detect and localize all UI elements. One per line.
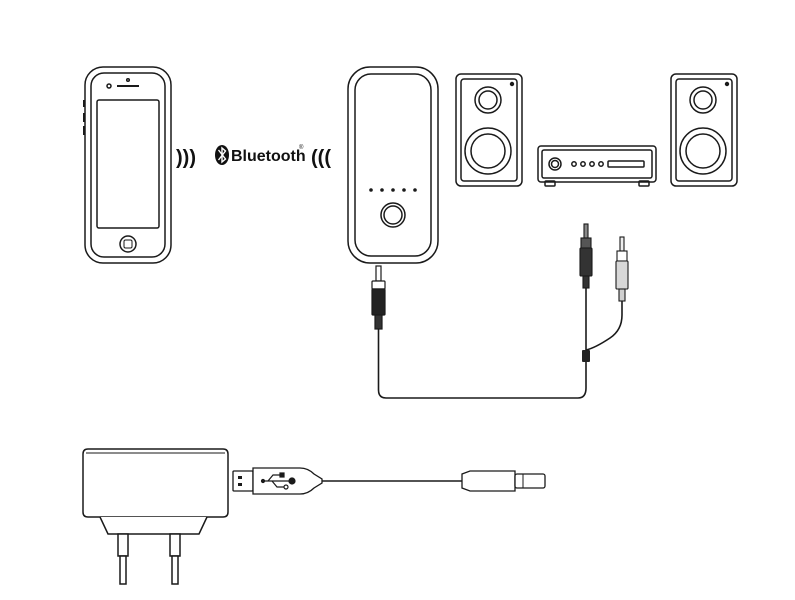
dc-to-rca-y-cable-icon bbox=[371, 223, 629, 399]
bluetooth-waves-left: ))) bbox=[176, 147, 196, 169]
wall-power-adapter-icon bbox=[82, 448, 229, 585]
usb-to-dc-cable-icon bbox=[232, 467, 546, 495]
stereo-amplifier-icon bbox=[537, 145, 657, 187]
usb-symbol-icon bbox=[260, 472, 296, 490]
bluetooth-receiver-icon bbox=[347, 66, 439, 264]
speaker-right-icon bbox=[670, 73, 738, 187]
smartphone-icon bbox=[83, 66, 172, 264]
speaker-left-icon bbox=[455, 73, 523, 187]
bluetooth-logo-icon bbox=[215, 145, 229, 165]
bluetooth-waves-right: ((( bbox=[311, 147, 331, 169]
cable-splitter bbox=[582, 350, 590, 362]
rca-plug-dark bbox=[579, 223, 593, 289]
dc-plug-top bbox=[371, 265, 386, 330]
bluetooth-registered-mark: ® bbox=[299, 144, 304, 151]
rca-plug-light bbox=[615, 236, 629, 302]
bluetooth-label: Bluetooth bbox=[231, 148, 306, 165]
